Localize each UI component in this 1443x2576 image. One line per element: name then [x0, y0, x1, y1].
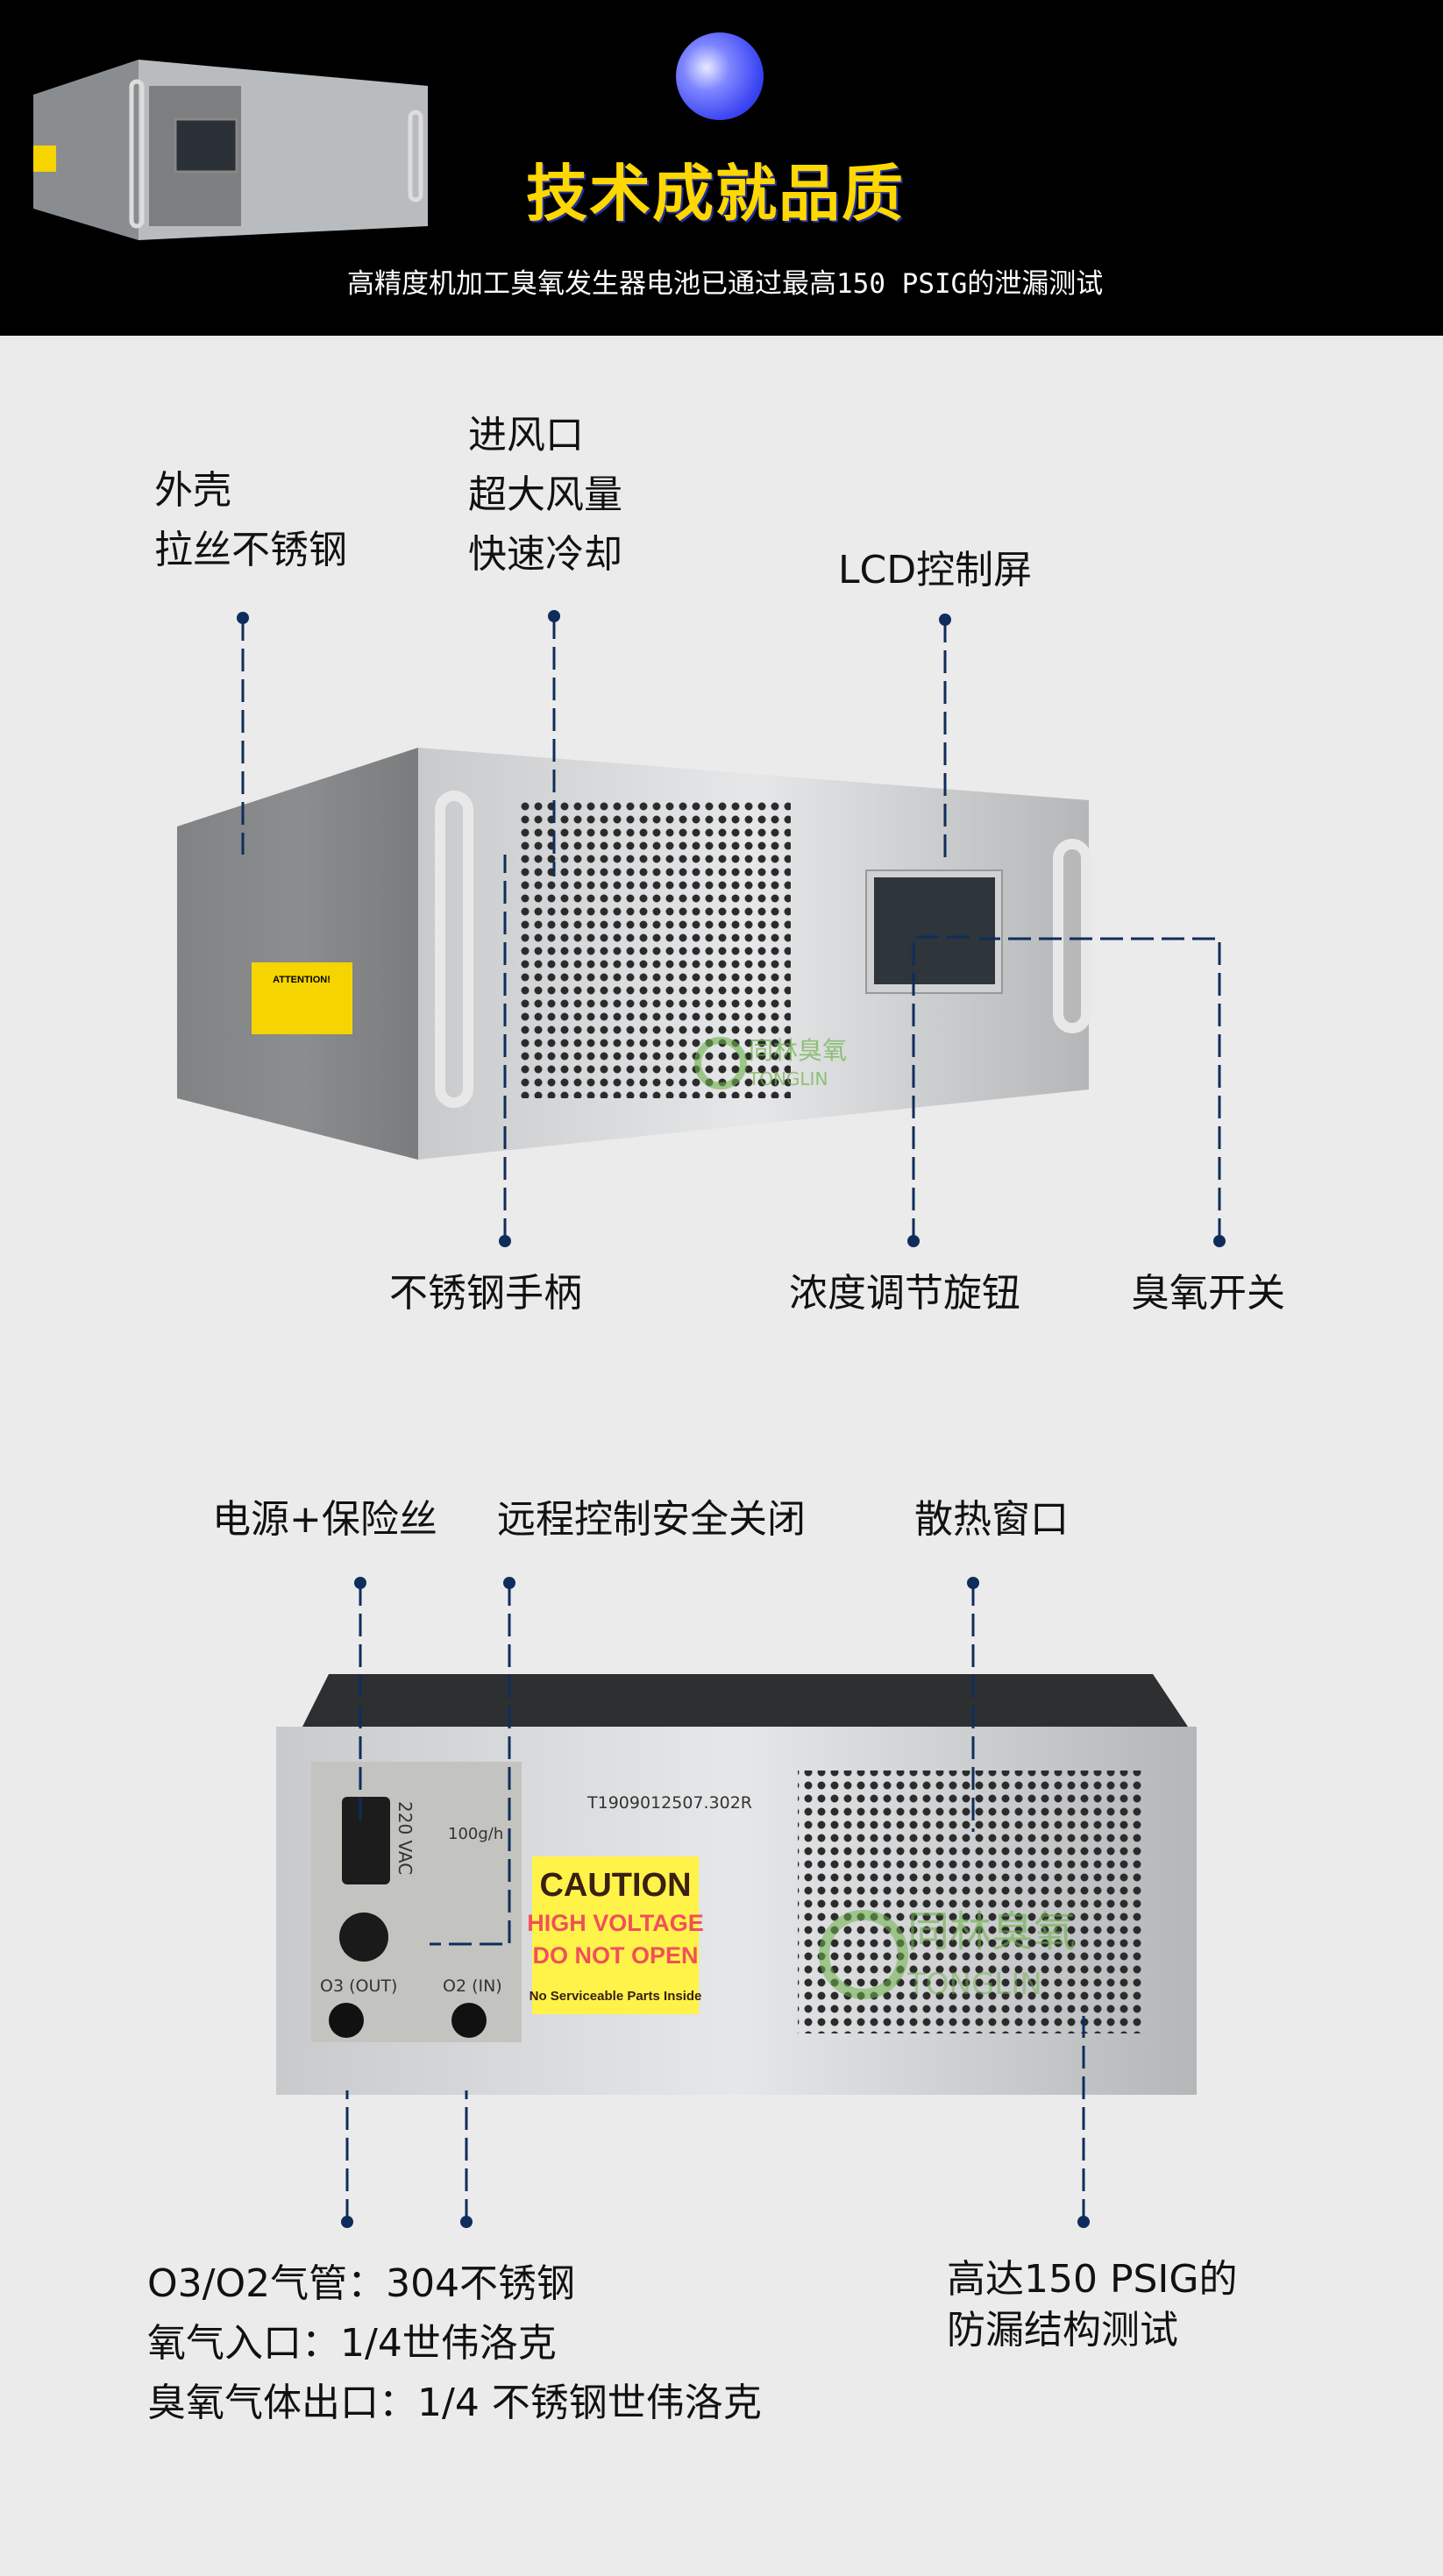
- pointer-dot: [967, 1577, 979, 1589]
- svg-text:HIGH VOLTAGE: HIGH VOLTAGE: [527, 1910, 704, 1936]
- label-air-inlet: 进风口 超大风量 快速冷却: [468, 406, 622, 585]
- label-vent: 散热窗口: [914, 1497, 1069, 1542]
- note-tube: O3/O2气管：304不锈钢: [147, 2261, 576, 2306]
- page-subtitle: 高精度机加工臭氧发生器电池已通过最高150 PSIG的泄漏测试: [347, 268, 1104, 300]
- label-power: 电源+保险丝: [212, 1497, 437, 1542]
- pointer-dot: [1213, 1235, 1226, 1247]
- pointer-dot: [341, 2216, 353, 2228]
- note-o2-inlet: 氧气入口：1/4世伟洛克: [147, 2321, 557, 2366]
- label-handle: 不锈钢手柄: [389, 1271, 582, 1316]
- svg-text:同林臭氧: 同林臭氧: [749, 1036, 847, 1065]
- label-line: 外壳: [154, 468, 231, 513]
- pointer-dot: [237, 612, 249, 624]
- note-o3-outlet: 臭氧气体出口：1/4 不锈钢世伟洛克: [147, 2381, 762, 2425]
- label-shell: 外壳 拉丝不锈钢: [154, 461, 347, 580]
- note-leak-test: 防漏结构测试: [947, 2308, 1178, 2352]
- notes-right: 高达150 PSIG的 防漏结构测试: [947, 2254, 1238, 2356]
- header-banner: 技术成就品质 高精度机加工臭氧发生器电池已通过最高150 PSIG的泄漏测试: [0, 0, 1443, 336]
- label-line: 进风口: [468, 413, 584, 458]
- svg-text:No Serviceable Parts Inside: No Serviceable Parts Inside: [530, 1989, 702, 2004]
- pointer-dot: [1077, 2216, 1090, 2228]
- attention-sticker: [252, 962, 352, 1034]
- pointer-dot: [499, 1235, 511, 1247]
- svg-text:DO NOT OPEN: DO NOT OPEN: [532, 1942, 698, 1969]
- label-line: 快速冷却: [468, 532, 622, 577]
- pointer-dot: [503, 1577, 515, 1589]
- page-title: 技术成就品质: [526, 158, 905, 230]
- label-knob: 浓度调节旋钮: [789, 1271, 1020, 1316]
- svg-text:T1909012507.302R: T1909012507.302R: [586, 1793, 752, 1813]
- notes-left: O3/O2气管：304不锈钢 氧气入口：1/4世伟洛克 臭氧气体出口：1/4 不…: [147, 2254, 762, 2433]
- pointer-dot: [907, 1235, 920, 1247]
- caution-label: [532, 1856, 699, 2014]
- svg-text:ATTENTION!: ATTENTION!: [273, 975, 331, 985]
- label-lcd: LCD控制屏: [838, 548, 1033, 593]
- label-line: 拉丝不锈钢: [154, 528, 347, 572]
- label-switch: 臭氧开关: [1131, 1271, 1285, 1316]
- svg-text:TONGLIN: TONGLIN: [906, 1967, 1042, 2002]
- svg-text:CAUTION: CAUTION: [539, 1867, 691, 1904]
- svg-text:100g/h: 100g/h: [448, 1825, 503, 1843]
- pointer-dot: [548, 610, 560, 622]
- rear-device-image: 220 VAC 100g/h O3 (OUT) O2 (IN) T1909012…: [276, 1674, 1197, 2095]
- pointer-dot: [460, 2216, 473, 2228]
- svg-text:O2 (IN): O2 (IN): [443, 1976, 502, 1996]
- pointer-dot: [939, 614, 951, 626]
- note-psig: 高达150 PSIG的: [947, 2257, 1238, 2302]
- header-product-image: [33, 60, 428, 240]
- blue-sphere-icon: [676, 32, 764, 120]
- pointer-dot: [354, 1577, 366, 1589]
- svg-text:220 VAC: 220 VAC: [395, 1801, 416, 1875]
- svg-text:TONGLIN: TONGLIN: [748, 1068, 828, 1089]
- svg-text:O3 (OUT): O3 (OUT): [320, 1976, 397, 1996]
- front-device-image: ATTENTION! 同林臭氧 TONGLIN: [177, 748, 1091, 1160]
- svg-text:同林臭氧: 同林臭氧: [907, 1907, 1076, 1956]
- label-line: 超大风量: [468, 472, 622, 517]
- label-remote: 远程控制安全关闭: [497, 1497, 806, 1542]
